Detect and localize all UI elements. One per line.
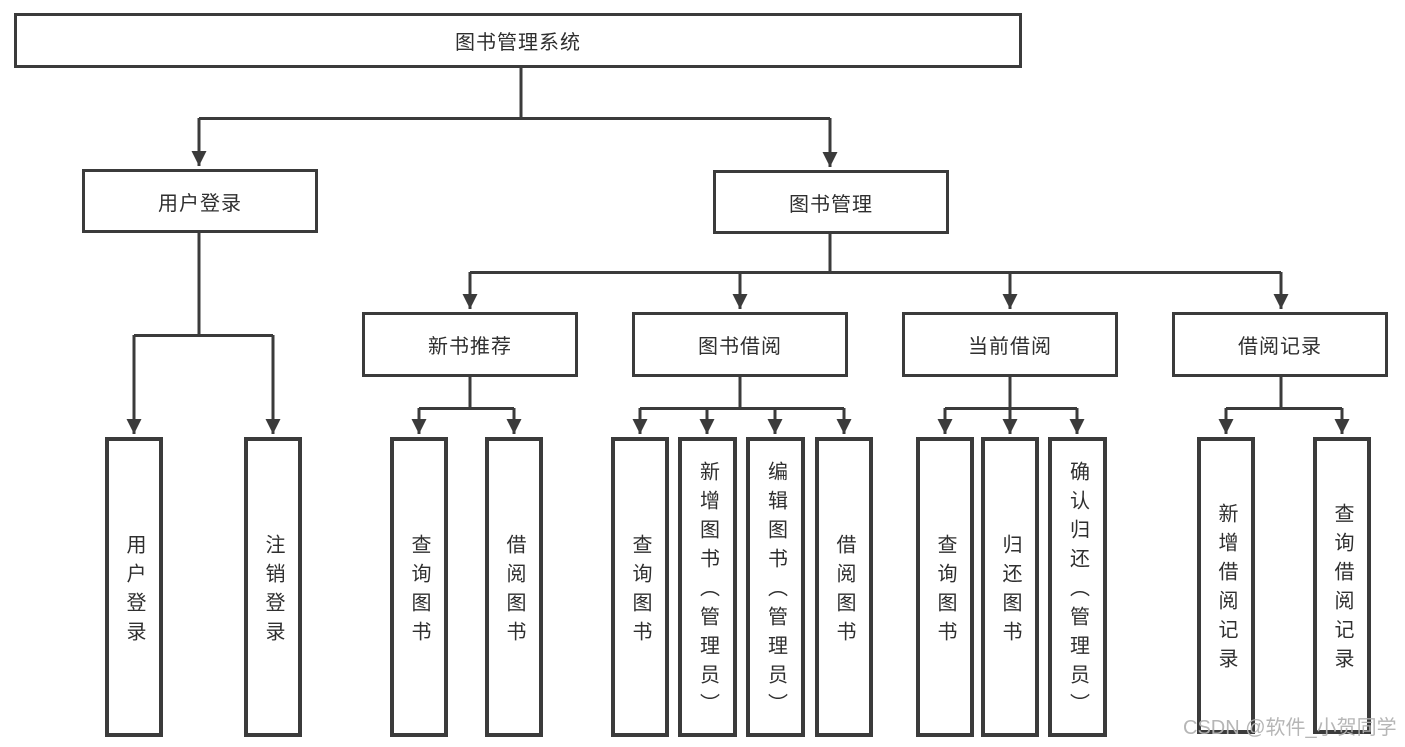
leaf-label: 新增借阅记录: [1215, 503, 1237, 677]
leaf-label: 归还图书: [999, 533, 1021, 650]
leaf-edit-book-admin: 编辑图书（管理员）: [746, 437, 805, 737]
leaf-label: 查询图书: [934, 533, 956, 650]
node-book-management: 图书管理: [713, 170, 949, 234]
leaf-confirm-return-admin: 确认归还（管理员）: [1048, 437, 1107, 737]
leaf-query-books-3: 查询图书: [916, 437, 974, 737]
node-user-login: 用户登录: [82, 169, 318, 233]
leaf-label: 借阅图书: [833, 533, 855, 650]
leaf-label: 用户登录: [123, 533, 145, 650]
leaf-add-book-admin: 新增图书（管理员）: [678, 437, 737, 737]
leaf-query-books-1: 查询图书: [390, 437, 448, 737]
csdn-watermark: CSDN @软件_小贺同学: [1183, 717, 1397, 739]
node-borrow-records: 借阅记录: [1172, 312, 1388, 377]
node-new-book-recommend: 新书推荐: [362, 312, 578, 377]
node-book-borrow: 图书借阅: [632, 312, 848, 377]
leaf-label: 注销登录: [262, 533, 284, 650]
leaf-borrow-books-1: 借阅图书: [485, 437, 543, 737]
leaf-label: 查询图书: [408, 533, 430, 650]
node-library-system: 图书管理系统: [14, 13, 1022, 68]
leaf-label: 编辑图书（管理员）: [764, 461, 787, 722]
node-current-borrow: 当前借阅: [902, 312, 1118, 377]
leaf-borrow-books-2: 借阅图书: [815, 437, 873, 737]
leaf-label: 查询图书: [629, 533, 651, 650]
leaf-add-borrow-record: 新增借阅记录: [1197, 437, 1255, 734]
leaf-label: 查询借阅记录: [1331, 503, 1353, 677]
leaf-label: 新增图书（管理员）: [696, 461, 719, 722]
leaf-query-borrow-record: 查询借阅记录: [1313, 437, 1371, 734]
leaf-label: 确认归还（管理员）: [1066, 461, 1089, 722]
leaf-return-books: 归还图书: [981, 437, 1039, 737]
leaf-label: 借阅图书: [503, 533, 525, 650]
leaf-user-login: 用户登录: [105, 437, 163, 737]
leaf-logout: 注销登录: [244, 437, 302, 737]
leaf-query-books-2: 查询图书: [611, 437, 669, 737]
